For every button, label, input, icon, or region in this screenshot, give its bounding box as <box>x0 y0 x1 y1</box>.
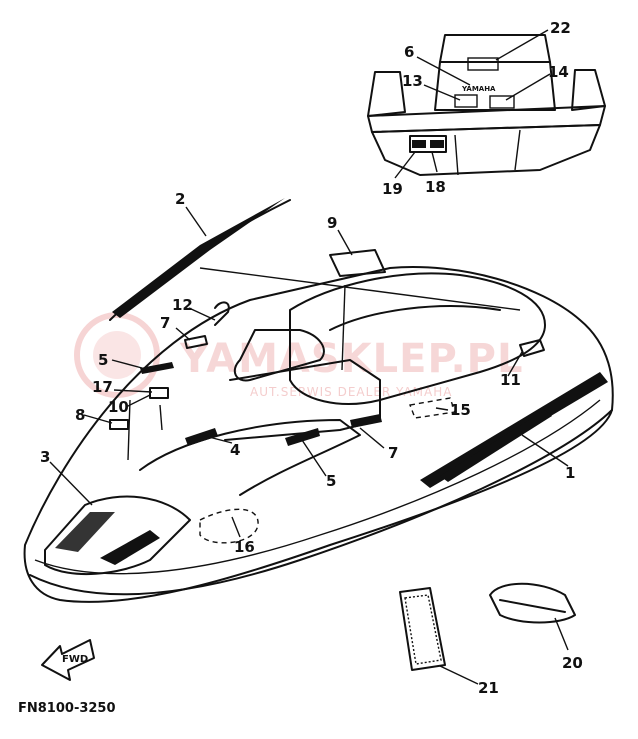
callout-12: 12 <box>172 296 193 314</box>
forward-arrow-icon: FWD <box>41 639 95 681</box>
callout-8: 8 <box>75 406 85 424</box>
callout-11: 11 <box>500 371 521 389</box>
callout-5a: 5 <box>98 351 108 369</box>
callout-18: 18 <box>425 178 446 196</box>
watermark-subtext: AUT.SERWIS DEALER YAMAHA <box>250 385 452 399</box>
console-inset: YAMAHA <box>367 34 606 176</box>
callout-3: 3 <box>40 448 50 466</box>
reference-code: FN8100-3250 <box>18 701 116 716</box>
callout-6: 6 <box>404 43 414 61</box>
callout-labels: 1 2 3 4 5 5 6 7 7 8 9 10 11 12 13 14 15 … <box>40 19 583 697</box>
callout-7b: 7 <box>388 444 398 462</box>
callout-1: 1 <box>565 464 575 482</box>
callout-5b: 5 <box>326 472 336 490</box>
callout-13: 13 <box>402 72 423 90</box>
watermark: YAMASKLEP.PL AUT.SERWIS DEALER YAMAHA <box>74 312 522 399</box>
leader-lines <box>49 29 569 685</box>
callout-19: 19 <box>382 180 403 198</box>
callout-20: 20 <box>562 654 583 672</box>
callout-15: 15 <box>450 401 471 419</box>
callout-22: 22 <box>550 19 571 37</box>
watercraft-hull <box>23 198 614 603</box>
callout-2: 2 <box>175 190 185 208</box>
callout-16: 16 <box>234 538 255 556</box>
loose-parts <box>399 582 576 671</box>
callout-10: 10 <box>108 398 129 416</box>
callout-17: 17 <box>92 378 113 396</box>
fwd-label: FWD <box>62 654 88 665</box>
callout-14: 14 <box>548 63 569 81</box>
callout-4: 4 <box>230 441 240 459</box>
callout-21: 21 <box>478 679 499 697</box>
callout-9: 9 <box>327 214 337 232</box>
console-brand-label: YAMAHA <box>461 85 496 93</box>
callout-7a: 7 <box>160 314 170 332</box>
